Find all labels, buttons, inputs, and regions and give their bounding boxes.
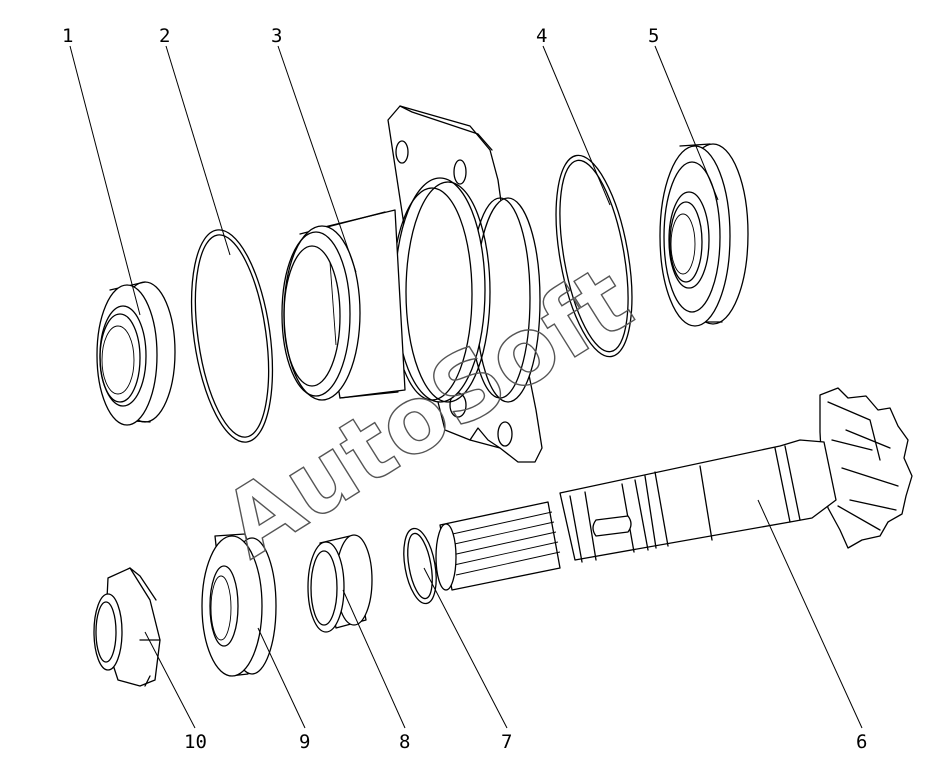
part-4-o-ring <box>555 154 633 358</box>
callout-labels: 1 2 3 4 5 6 7 8 9 10 <box>62 25 867 753</box>
part-6-pinion-shaft <box>435 387 913 591</box>
leader-9 <box>257 627 306 729</box>
part-7-snap-ring <box>403 527 437 605</box>
callout-2: 2 <box>159 25 170 47</box>
part-9-seal-washer <box>201 533 277 677</box>
part-2-o-ring <box>190 229 274 443</box>
part-1-bearing <box>96 281 176 426</box>
callout-9: 9 <box>299 731 310 753</box>
callout-6: 6 <box>856 731 867 753</box>
leader-8 <box>342 589 406 729</box>
callout-7: 7 <box>501 731 512 753</box>
part-10-hex-nut <box>93 567 161 687</box>
callout-5: 5 <box>648 25 659 47</box>
leader-3 <box>277 45 357 273</box>
part-3-flanged-housing <box>281 105 543 463</box>
leader-lines <box>69 45 863 729</box>
callout-10: 10 <box>184 731 207 753</box>
part-5-bearing <box>659 143 749 327</box>
leader-4 <box>542 45 611 206</box>
leader-10 <box>144 631 196 729</box>
callout-3: 3 <box>271 25 282 47</box>
part-8-spacer-sleeve <box>307 534 373 633</box>
leader-6 <box>757 499 863 729</box>
leader-1 <box>69 45 141 316</box>
callout-4: 4 <box>536 25 547 47</box>
callout-1: 1 <box>62 25 73 47</box>
leader-5 <box>654 45 719 201</box>
leader-7 <box>423 567 508 729</box>
leader-2 <box>165 45 231 256</box>
callout-8: 8 <box>399 731 410 753</box>
